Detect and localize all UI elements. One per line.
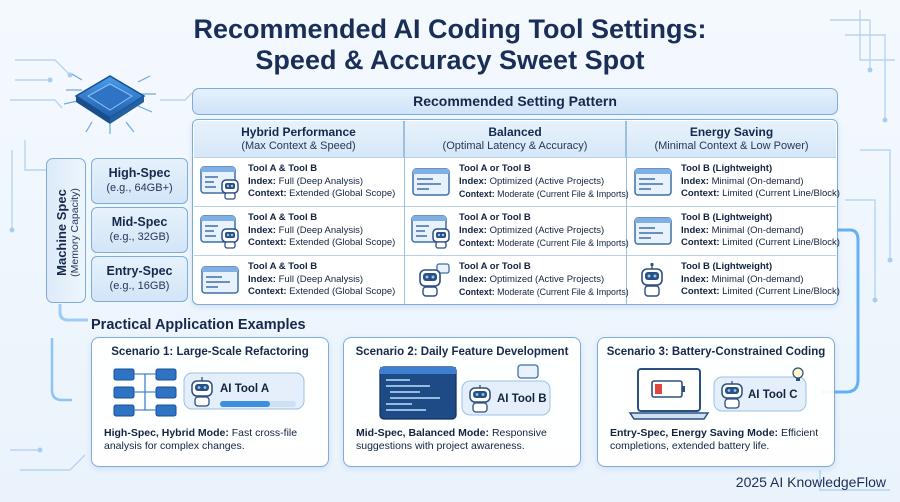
lightbulb-icon <box>792 367 804 381</box>
refactoring-flow-illustration <box>113 368 305 417</box>
pattern-header: Recommended Setting Pattern <box>192 88 838 115</box>
page-title-line-1: Recommended AI Coding Tool Settings: <box>193 14 707 44</box>
cell-context: Moderate (Current File & Imports) <box>497 189 629 199</box>
machine-spec-label: Machine Spec (Memory Capacity) <box>46 158 86 303</box>
laptop-battery-illustration <box>628 367 807 420</box>
row-label-mid-spec: Mid-Spec (e.g., 32GB) <box>91 207 188 253</box>
cell-index: Optimized (Active Projects) <box>489 224 605 236</box>
scenario-title: Scenario 2: Daily Feature Development <box>355 346 569 358</box>
cell-context: Limited (Current Line/Block) <box>722 286 840 297</box>
robot-chat-icon <box>419 263 450 297</box>
scenario-mode: High-Spec, Hybrid Mode: <box>104 427 229 439</box>
cell-index: Minimal (On-demand) <box>711 175 804 187</box>
cell-context: Extended (Global Scope) <box>289 286 396 297</box>
page-title-line-2: Speed & Accuracy Sweet Spot <box>255 45 645 75</box>
examples-title: Practical Application Examples <box>91 317 306 333</box>
scenario-desc: Fast cross-file analysis for complex cha… <box>104 427 298 452</box>
column-title: Balanced <box>488 125 542 139</box>
cell-tool: Tool A & Tool B <box>248 212 318 223</box>
cell-index: Full (Deep Analysis) <box>278 273 364 285</box>
cell-tool: Tool B (Lightweight) <box>681 163 773 174</box>
code-window-icon <box>201 266 239 294</box>
cpu-chip-icon <box>63 73 156 134</box>
battery-low-icon <box>651 380 685 398</box>
column-energy: Energy Saving (Minimal Context & Low Pow… <box>627 121 836 157</box>
scenario-mode: Mid-Spec, Balanced Mode: <box>356 427 490 439</box>
scenario-tool-name: AI Tool C <box>748 389 798 401</box>
column-title: Hybrid Performance <box>241 125 356 139</box>
scenario-desc: Responsive suggestions with project awar… <box>356 427 547 452</box>
cell-context: Moderate (Current File & Imports) <box>497 287 629 297</box>
cell-tool: Tool A or Tool B <box>459 163 531 174</box>
robot-icon <box>721 381 743 409</box>
row-spec-memory: (e.g., 64GB+) <box>106 182 173 194</box>
row-label-high-spec: High-Spec (e.g., 64GB+) <box>91 158 188 204</box>
column-hybrid: Hybrid Performance (Max Context & Speed) <box>194 121 404 157</box>
cell-index: Full (Deep Analysis) <box>278 224 364 236</box>
scenario-desc: Efficient completions, extended battery … <box>610 427 819 452</box>
cell-index: Optimized (Active Projects) <box>489 273 605 285</box>
scenario-card-1: Scenario 1: Large-Scale Refactoring AI T… <box>91 337 329 467</box>
row-spec-name: Mid-Spec <box>111 215 168 229</box>
robot-icon <box>469 385 491 413</box>
column-divider <box>626 121 627 304</box>
cell-index: Minimal (On-demand) <box>711 224 804 236</box>
cell-index: Optimized (Active Projects) <box>489 175 605 187</box>
row-spec-memory: (e.g., 32GB) <box>109 231 170 243</box>
code-window-icon <box>634 168 672 196</box>
cell-tool: Tool A & Tool B <box>248 261 318 272</box>
scenario-title: Scenario 1: Large-Scale Refactoring <box>111 346 309 358</box>
editor-assistant-illustration <box>379 364 551 420</box>
cell-context: Limited (Current Line/Block) <box>722 188 840 199</box>
column-divider <box>404 121 405 304</box>
scenario-card-2: Scenario 2: Daily Feature Development AI… <box>343 337 581 467</box>
column-subtitle: (Max Context & Speed) <box>241 140 356 152</box>
cell-context: Moderate (Current File & Imports) <box>497 238 629 248</box>
column-subtitle: (Minimal Context & Low Power) <box>654 140 809 152</box>
scenario-title: Scenario 3: Battery-Constrained Coding <box>606 346 826 358</box>
code-window-robot-icon <box>200 166 239 200</box>
row-spec-name: Entry-Spec <box>106 264 173 278</box>
cell-context: Extended (Global Scope) <box>289 188 396 199</box>
machine-spec-subtitle: (Memory Capacity) <box>69 188 81 277</box>
scenario-card-3: Scenario 3: Battery-Constrained Coding A… <box>597 337 835 467</box>
column-title: Energy Saving <box>689 125 774 139</box>
cell-entry-hybrid: Tool A & Tool B Index: Full (Deep Analys… <box>194 255 404 304</box>
cell-high-hybrid: Tool A & Tool B Index: Full (Deep Analys… <box>194 157 404 206</box>
cell-tool: Tool A or Tool B <box>459 261 531 272</box>
code-window-robot-icon <box>200 215 239 249</box>
code-window-icon <box>634 217 672 245</box>
cell-tool: Tool A & Tool B <box>248 163 318 174</box>
cell-entry-energy: Tool B (Lightweight) Index: Minimal (On-… <box>627 255 840 304</box>
row-spec-memory: (e.g., 16GB) <box>109 280 170 292</box>
cell-high-balanced: Tool A or Tool B Index: Optimized (Activ… <box>405 157 629 206</box>
row-label-entry-spec: Entry-Spec (e.g., 16GB) <box>91 256 188 302</box>
column-subtitle: (Optimal Latency & Accuracy) <box>442 140 588 152</box>
cell-index: Full (Deep Analysis) <box>278 175 364 187</box>
cell-index: Minimal (On-demand) <box>711 273 804 285</box>
cell-entry-balanced: Tool A or Tool B Index: Optimized (Activ… <box>405 255 629 304</box>
code-window-robot-icon <box>411 215 450 249</box>
cell-mid-energy: Tool B (Lightweight) Index: Minimal (On-… <box>627 206 840 255</box>
scenario-mode: Entry-Spec, Energy Saving Mode: <box>610 427 779 439</box>
cell-high-energy: Tool B (Lightweight) Index: Minimal (On-… <box>627 157 840 206</box>
row-spec-name: High-Spec <box>108 166 171 180</box>
robot-icon <box>641 262 663 297</box>
cell-mid-balanced: Tool A or Tool B Index: Optimized (Activ… <box>405 206 629 255</box>
cell-tool: Tool B (Lightweight) <box>681 212 773 223</box>
cell-context: Extended (Global Scope) <box>289 237 396 248</box>
cell-mid-hybrid: Tool A & Tool B Index: Full (Deep Analys… <box>194 206 404 255</box>
cell-tool: Tool B (Lightweight) <box>681 261 773 272</box>
scenario-tool-name: AI Tool B <box>497 393 547 405</box>
brand-footer: 2025 AI KnowledgeFlow <box>735 474 886 490</box>
code-window-icon <box>412 168 450 196</box>
cell-context: Limited (Current Line/Block) <box>722 237 840 248</box>
cell-tool: Tool A or Tool B <box>459 212 531 223</box>
robot-icon <box>191 377 213 407</box>
column-balanced: Balanced (Optimal Latency & Accuracy) <box>405 121 626 157</box>
scenario-tool-name: AI Tool A <box>220 383 270 395</box>
machine-spec-title: Machine Spec <box>54 189 69 276</box>
